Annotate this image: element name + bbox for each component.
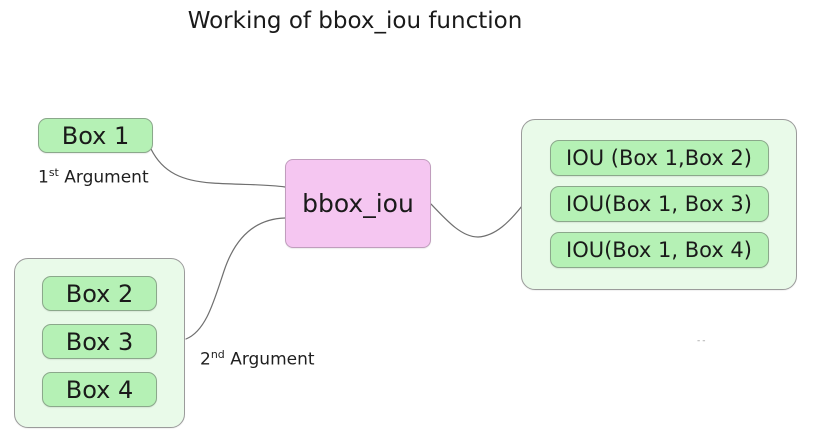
node-iou-box1-box2: IOU (Box 1,Box 2) bbox=[549, 140, 769, 176]
connector-box1-to-function bbox=[150, 148, 286, 188]
second-argument-number: 2 bbox=[200, 349, 211, 370]
second-argument-label: 2nd Argument bbox=[200, 348, 315, 370]
second-argument-text: Argument bbox=[224, 349, 315, 370]
node-iou-box1-box3: IOU(Box 1, Box 3) bbox=[549, 186, 769, 222]
output-group: IOU (Box 1,Box 2) IOU(Box 1, Box 3) IOU(… bbox=[521, 119, 797, 290]
first-argument-text: Argument bbox=[58, 167, 149, 188]
node-box-4: Box 4 bbox=[42, 372, 157, 407]
node-box-3: Box 3 bbox=[42, 324, 157, 359]
diagram-title: Working of bbox_iou function bbox=[187, 8, 523, 34]
first-argument-ordinal: st bbox=[48, 166, 59, 179]
node-bbox-iou-label: bbox_iou bbox=[302, 189, 414, 218]
tiny-artifact-mark: -- bbox=[697, 336, 708, 346]
node-iou-box1-box4: IOU(Box 1, Box 4) bbox=[549, 232, 769, 268]
node-box-2: Box 2 bbox=[42, 276, 157, 311]
node-box-1: Box 1 bbox=[38, 118, 153, 153]
node-bbox-iou-function: bbox_iou bbox=[285, 159, 431, 248]
connector-function-to-output bbox=[430, 203, 523, 238]
second-argument-group: Box 2 Box 3 Box 4 bbox=[14, 258, 185, 428]
node-iou-box1-box3-label: IOU(Box 1, Box 3) bbox=[566, 192, 752, 216]
node-iou-box1-box4-label: IOU(Box 1, Box 4) bbox=[566, 238, 752, 262]
node-iou-box1-box2-label: IOU (Box 1,Box 2) bbox=[566, 146, 752, 170]
node-box-4-label: Box 4 bbox=[65, 375, 134, 404]
connector-group2-to-function bbox=[185, 217, 286, 340]
first-argument-label: 1st Argument bbox=[38, 166, 149, 188]
second-argument-ordinal: nd bbox=[210, 348, 225, 361]
node-box-3-label: Box 3 bbox=[65, 327, 134, 356]
node-box-2-label: Box 2 bbox=[65, 279, 134, 308]
node-box-1-label: Box 1 bbox=[61, 121, 130, 150]
first-argument-number: 1 bbox=[38, 167, 49, 188]
